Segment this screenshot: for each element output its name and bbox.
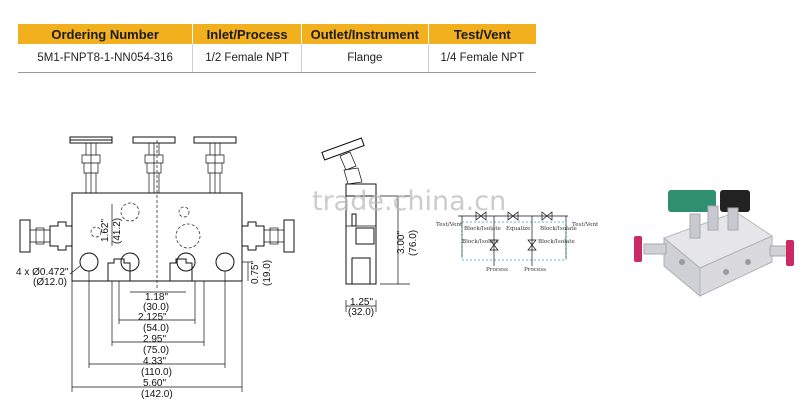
hidden-bore-small-2 [178, 206, 190, 218]
valve-handle-right [193, 136, 237, 194]
photo-red-cap-right [786, 240, 794, 266]
ordering-table: Ordering Number Inlet/Process Outlet/Ins… [18, 24, 536, 73]
header-inlet-process: Inlet/Process [192, 24, 302, 44]
dim-2-95: 2.95" [143, 334, 166, 345]
photo-stem [727, 207, 739, 231]
schematic-frame [461, 221, 567, 261]
dim-4-33: 4.33" [143, 356, 166, 367]
dim-1-62: 1.62" [100, 219, 111, 242]
side-handle [321, 137, 365, 161]
label-block-isolate-left: Block/Isolate [462, 239, 499, 245]
photo-red-cap-left [634, 236, 642, 262]
photo-knob [668, 190, 716, 212]
product-photo [634, 190, 794, 298]
dim-0-75: 0.75" [250, 261, 261, 284]
table-header-row: Ordering Number Inlet/Process Outlet/Ins… [18, 24, 536, 44]
hidden-bore-left [120, 202, 140, 222]
label-block-isolate-right: Block/Isolate [538, 239, 575, 245]
mounting-hole [215, 252, 235, 272]
hidden-bore-small [90, 226, 102, 238]
dim-1-18: 1.18" [145, 292, 168, 303]
dim-75-0: (75.0) [143, 345, 169, 356]
valve-symbol [527, 239, 537, 251]
header-outlet-instrument: Outlet/Instrument [301, 24, 429, 44]
valve-symbol [489, 239, 499, 251]
hidden-bore-right [175, 223, 201, 249]
dim-5-60: 5.60" [143, 378, 166, 389]
valve-symbol [541, 211, 553, 221]
mounting-hole [176, 252, 196, 272]
photo-stem [689, 213, 701, 239]
cell-ordering-number: 5M1-FNPT8-1-NN054-316 [18, 44, 194, 73]
hole-leader [69, 265, 81, 275]
dim-142-0: (142.0) [141, 389, 173, 400]
header-ordering-number: Ordering Number [18, 24, 194, 44]
hole-count-label: 4 x Ø0.472" [16, 267, 69, 278]
flow-schematic [458, 211, 568, 266]
vent-plug-left [19, 219, 72, 253]
label-process-left: Process [486, 267, 508, 273]
hole-mm-label: (Ø12.0) [33, 277, 67, 288]
header-test-vent: Test/Vent [428, 24, 536, 44]
label-test-vent-right: Test/Vent [572, 222, 599, 228]
label-process-right: Process [524, 267, 546, 273]
valve-handle-left [69, 136, 113, 194]
dim-30-0: (30.0) [143, 302, 169, 313]
front-vertical-dims: 1.62" (41.2) 0.75" (19.0) [100, 204, 273, 286]
photo-stem [707, 205, 719, 231]
label-block-isolate-top-left: Block/Isolate [464, 226, 501, 232]
flange-port-right [169, 258, 193, 281]
cell-inlet: 1/2 Female NPT [192, 44, 302, 73]
dim-76-0: (76.0) [408, 230, 419, 256]
photo-body-side [699, 235, 773, 297]
dim-32-0: (32.0) [348, 307, 374, 318]
valve-symbol [507, 211, 519, 221]
dim-41-2: (41.2) [112, 218, 123, 244]
dim-54-0: (54.0) [143, 323, 169, 334]
dim-3-00: 3.00" [396, 231, 407, 254]
dim-19-0: (19.0) [262, 260, 273, 286]
flange-port-left [107, 258, 131, 281]
table-row: 5M1-FNPT8-1-NN054-316 1/2 Female NPT Fla… [18, 44, 536, 73]
label-block-isolate-top-right: Block/Isolate [540, 226, 577, 232]
vent-plug-right [242, 219, 295, 253]
side-view-drawing [321, 137, 410, 312]
valve-symbol [475, 211, 487, 221]
valve-handle-center [132, 136, 176, 194]
horizontal-dims: 1.18" (30.0) 2.125" (54.0) 2.95" (75.0) … [71, 271, 243, 400]
photo-handle [720, 190, 750, 212]
cell-outlet: Flange [301, 44, 429, 73]
dim-110-0: (110.0) [141, 367, 172, 378]
dim-2-125: 2.125" [138, 312, 167, 323]
cell-test-vent: 1/4 Female NPT [428, 44, 536, 73]
mounting-hole [79, 252, 99, 272]
dim-1-25: 1.25" [350, 297, 373, 308]
watermark: trade.china.cn [312, 186, 506, 217]
label-equalize: Equalize [506, 226, 531, 232]
label-test-vent-left: Test/Vent [436, 222, 463, 228]
